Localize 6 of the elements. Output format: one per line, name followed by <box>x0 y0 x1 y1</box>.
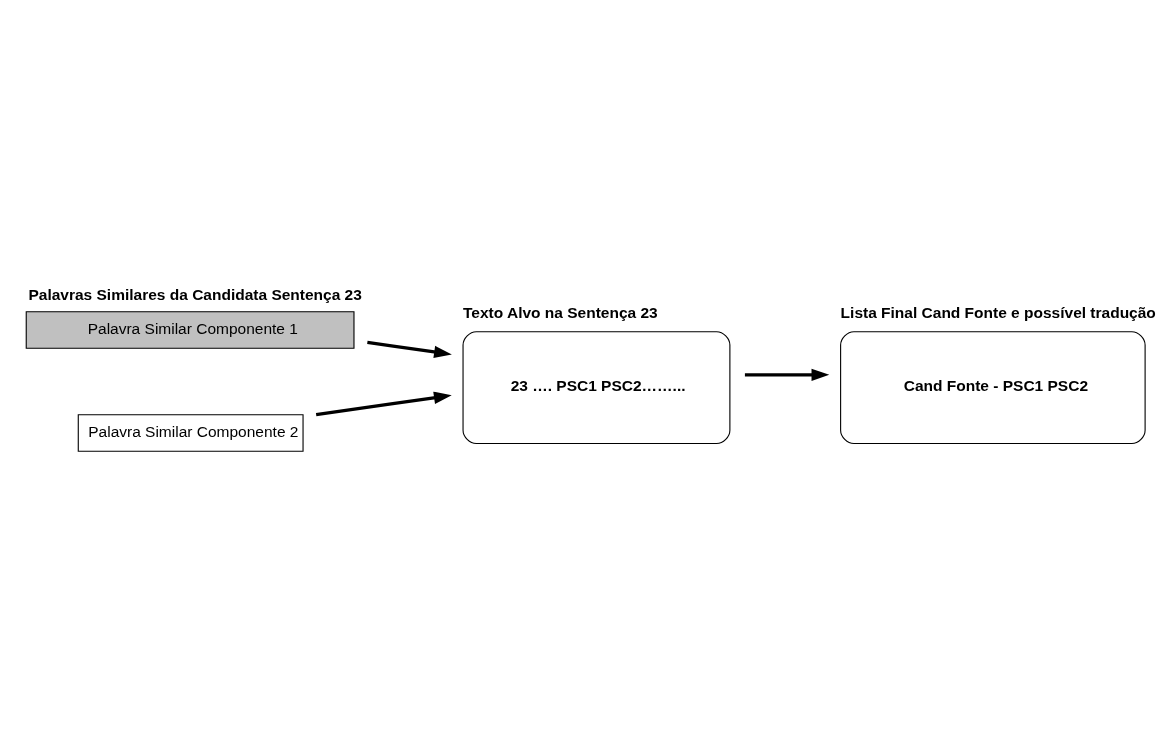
arrow <box>315 391 452 416</box>
node-label: Palavras Similares da Candidata Sentença 23 <box>28 285 362 303</box>
node-label: Lista Final Cand Fonte e possível tradução <box>840 303 1156 321</box>
arrow <box>744 368 830 381</box>
arrow <box>367 340 452 358</box>
node-label: Texto Alvo na Sentença 23 <box>463 303 658 321</box>
